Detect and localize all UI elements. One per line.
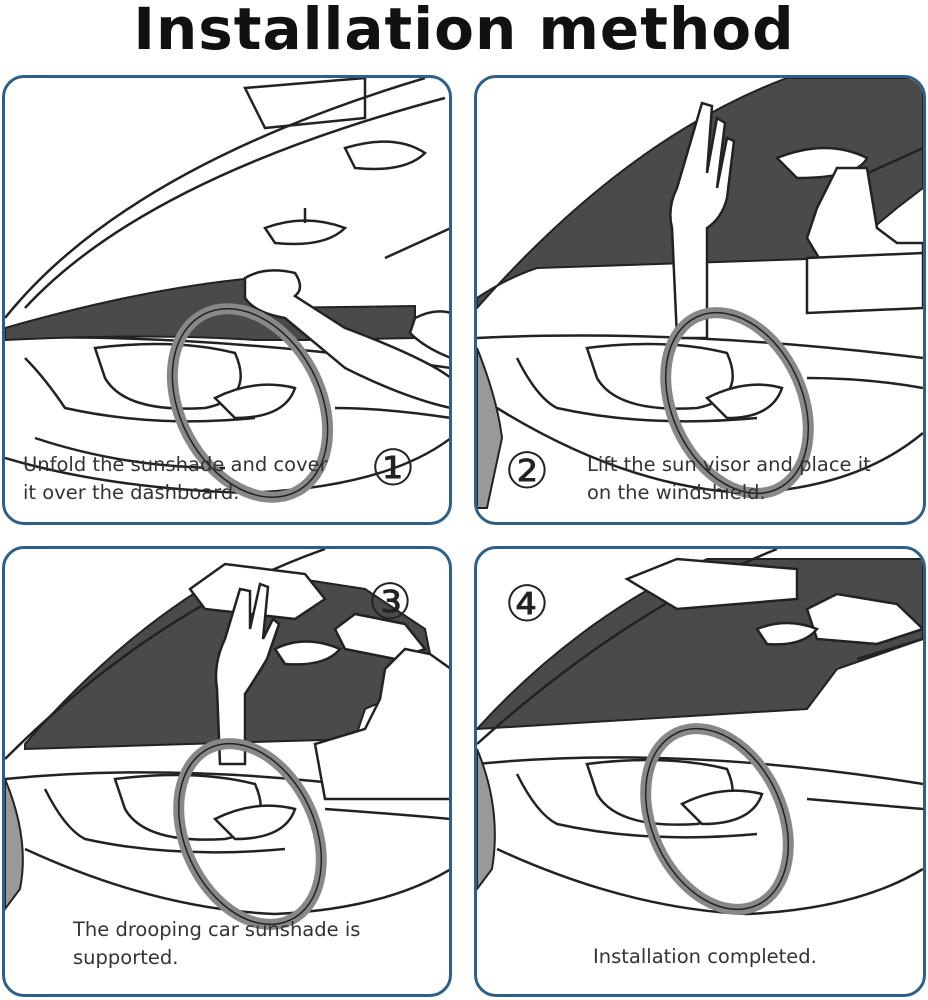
step-3-caption: The drooping car sunshade is supported. — [73, 918, 361, 969]
step-2-caption: Lift the sun visor and place it on the w… — [587, 453, 871, 504]
step-4-number: ④ — [504, 575, 550, 633]
step-2-illustration — [477, 78, 923, 509]
step-4-panel: ④ Installation completed. — [474, 546, 926, 997]
step-1-caption: Unfold the sunshade and cover it over th… — [23, 453, 328, 504]
step-3-illustration — [5, 549, 449, 930]
step-2-panel: ② Lift the sun visor and place it on the… — [474, 75, 926, 525]
step-4-illustration — [477, 549, 923, 916]
step-1-number: ① — [370, 439, 416, 497]
step-3-panel: ③ The drooping car sunshade is supported… — [2, 546, 452, 997]
step-4-caption: Installation completed. — [593, 945, 817, 968]
step-3-number: ③ — [367, 573, 413, 631]
step-1-illustration — [5, 78, 449, 503]
step-1-panel: Unfold the sunshade and cover it over th… — [2, 75, 452, 525]
page-title: Installation method — [133, 0, 795, 63]
step-2-number: ② — [504, 442, 550, 500]
